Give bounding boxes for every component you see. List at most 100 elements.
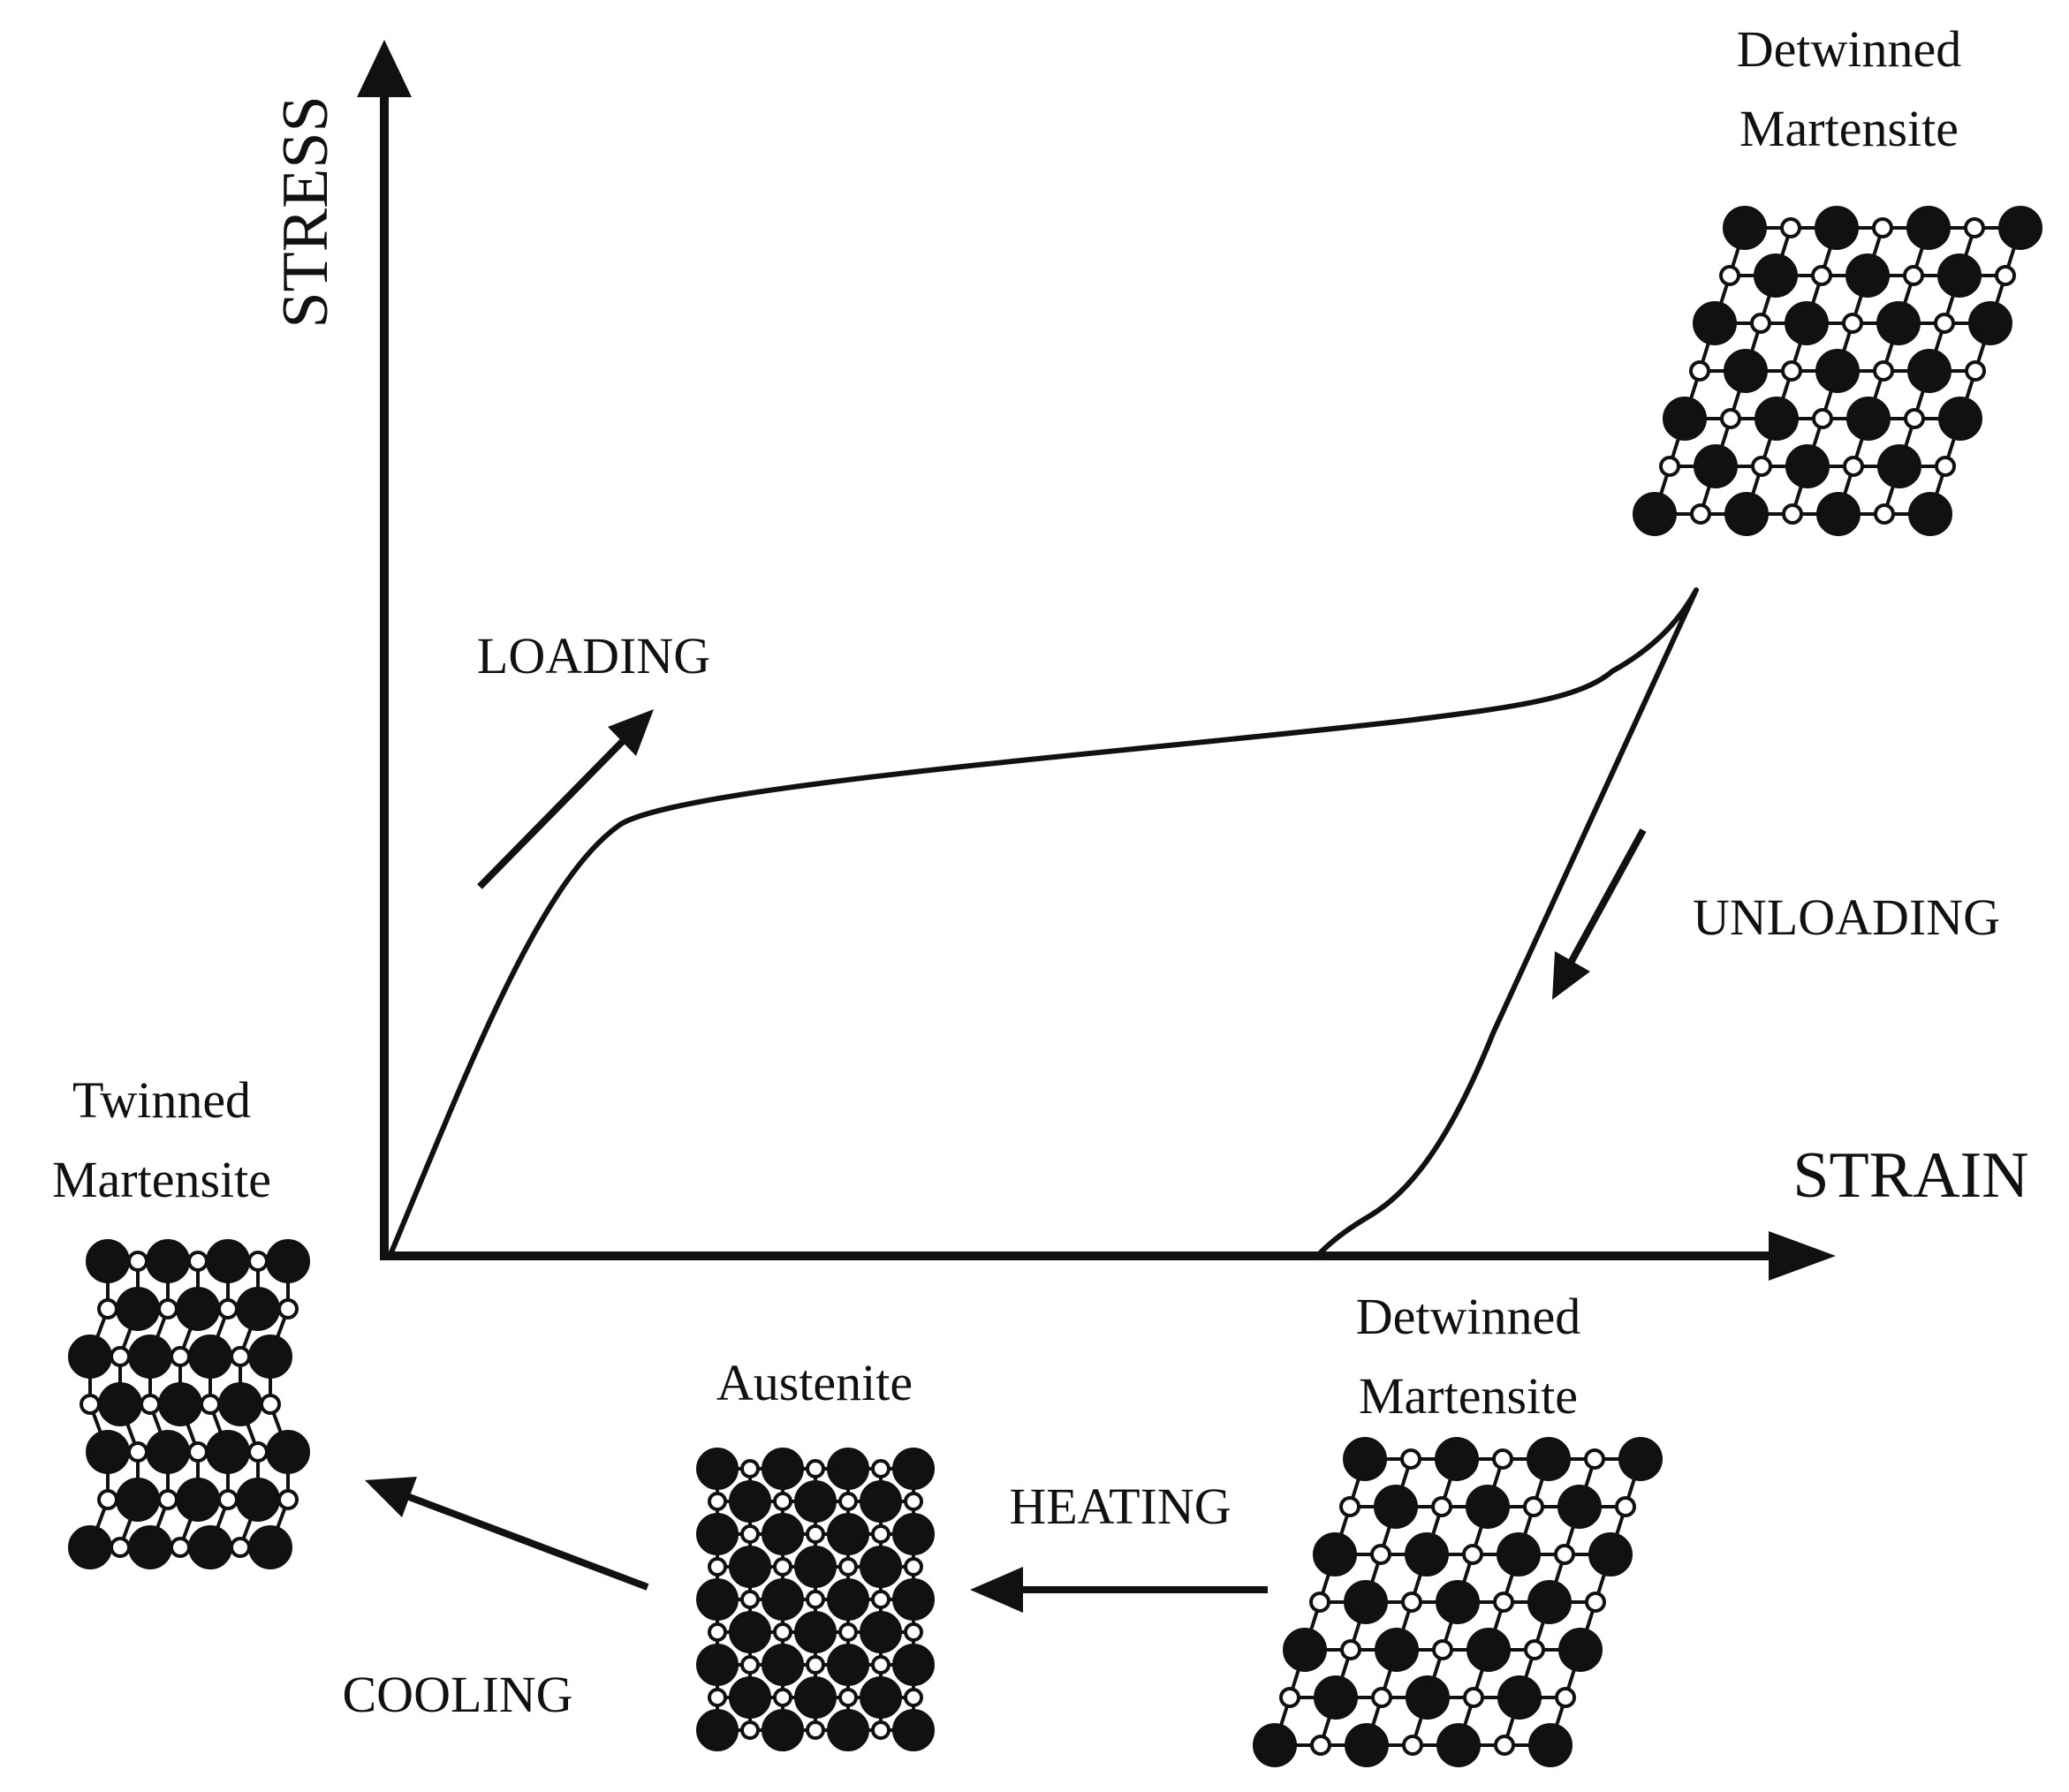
lattice-small-atom: [187, 1441, 208, 1463]
lattice-small-atom: [740, 1524, 760, 1544]
lattice-large-atom: [266, 1239, 310, 1283]
lattice-large-atom: [892, 1448, 935, 1490]
lattice-large-atom: [1375, 1628, 1419, 1672]
lattice-large-atom: [794, 1611, 837, 1653]
lattice-large-atom: [1528, 1723, 1573, 1767]
lattice-small-atom: [806, 1590, 825, 1609]
lattice-small-atom: [140, 1394, 161, 1415]
lattice-small-atom: [871, 1590, 891, 1609]
lattice-large-atom: [1466, 1485, 1510, 1529]
lattice-small-atom: [708, 1557, 727, 1577]
austenite-label: Austenite: [716, 1354, 913, 1411]
lattice-small-atom: [773, 1492, 792, 1511]
lattice-small-atom: [1524, 1639, 1545, 1660]
lattice-large-atom: [1785, 301, 1829, 345]
lattice-large-atom: [1633, 492, 1677, 536]
lattice-small-atom: [110, 1537, 131, 1558]
lattice-large-atom: [1343, 1437, 1387, 1481]
lattice-large-atom: [158, 1382, 202, 1426]
lattice-large-atom: [1436, 1723, 1481, 1767]
lattice-small-atom: [1843, 456, 1864, 477]
lattice-small-atom: [806, 1720, 825, 1740]
lattice-small-atom: [708, 1688, 727, 1707]
lattice-small-atom: [1584, 1448, 1605, 1470]
lattice-large-atom: [266, 1430, 310, 1474]
lattice-small-atom: [247, 1441, 269, 1463]
lattice-large-atom: [1754, 397, 1799, 441]
lattice-large-atom: [176, 1478, 220, 1522]
lattice-large-atom: [827, 1644, 869, 1686]
lattice-small-atom: [1309, 1592, 1330, 1613]
lattice-small-atom: [1751, 456, 1772, 477]
lattice-large-atom: [860, 1676, 902, 1719]
lattice-large-atom: [794, 1546, 837, 1588]
lattice-large-atom: [1876, 301, 1921, 345]
lattice-large-atom: [762, 1644, 804, 1686]
lattice-small-atom: [871, 1524, 891, 1544]
lattice-small-atom: [1431, 1496, 1452, 1517]
lattice-large-atom: [1908, 492, 1952, 536]
lattice-small-atom: [1462, 1544, 1483, 1565]
unloading-label: UNLOADING: [1693, 888, 2000, 946]
lattice-large-atom: [1723, 206, 1767, 250]
detwinned-bottom-label-line1: Detwinned: [1356, 1288, 1581, 1345]
lattice-small-atom: [1812, 408, 1833, 429]
lattice-small-atom: [871, 1720, 891, 1740]
lattice-large-atom: [1253, 1723, 1297, 1767]
lattice-large-atom: [1877, 444, 1921, 488]
lattice-large-atom: [696, 1709, 739, 1751]
lattice-small-atom: [1401, 1592, 1422, 1613]
lattice-small-atom: [97, 1489, 118, 1510]
lattice-small-atom: [97, 1298, 118, 1319]
lattice-small-atom: [904, 1557, 923, 1577]
lattice-large-atom: [1345, 1723, 1389, 1767]
lattice-large-atom: [146, 1430, 190, 1474]
lattice-small-atom: [157, 1489, 178, 1510]
twinned-label-line1: Twinned: [72, 1071, 251, 1129]
lattice-small-atom: [277, 1489, 299, 1510]
heating-label: HEATING: [1009, 1478, 1231, 1535]
lattice-small-atom: [1340, 1639, 1361, 1660]
lattice-large-atom: [1314, 1675, 1358, 1720]
lattice-large-atom: [176, 1287, 220, 1331]
lattice-small-atom: [1689, 360, 1710, 382]
lattice-small-atom: [871, 1655, 891, 1675]
lattice-large-atom: [86, 1430, 130, 1474]
x-axis-label: STRAIN: [1792, 1139, 2028, 1212]
lattice-small-atom: [806, 1655, 825, 1675]
lattice-small-atom: [838, 1557, 858, 1577]
lattice-small-atom: [1782, 503, 1803, 525]
lattice-large-atom: [1497, 1675, 1542, 1720]
lattice-small-atom: [838, 1688, 858, 1707]
cooling-arrow: [365, 1477, 649, 1591]
lattice-small-atom: [1493, 1592, 1514, 1613]
lattice-small-atom: [200, 1394, 221, 1415]
lattice-large-atom: [1406, 1675, 1450, 1720]
lattice-small-atom: [740, 1720, 760, 1740]
lattice-small-atom: [1659, 456, 1680, 477]
lattice-small-atom: [1904, 408, 1925, 429]
lattice-small-atom: [708, 1622, 727, 1642]
lattice-small-atom: [260, 1394, 281, 1415]
lattice-small-atom: [1934, 313, 1955, 334]
lattice-small-atom: [871, 1459, 891, 1478]
lattice-small-atom: [1811, 265, 1832, 286]
lattice-large-atom: [128, 1525, 172, 1569]
lattice-large-atom: [1558, 1628, 1603, 1672]
lattice-small-atom: [1432, 1639, 1453, 1660]
lattice-large-atom: [729, 1480, 771, 1523]
lattice-large-atom: [188, 1335, 232, 1379]
lattice-small-atom: [1310, 1735, 1331, 1756]
lattice-small-atom: [1339, 1496, 1360, 1517]
lattice-twinned: [68, 1239, 310, 1569]
lattice-small-atom: [230, 1537, 251, 1558]
lattice-detwinned-top: [1633, 206, 2042, 536]
lattice-large-atom: [1906, 206, 1951, 250]
lattice-large-atom: [1968, 301, 2012, 345]
lattice-large-atom: [1436, 1580, 1480, 1624]
lattice-large-atom: [1497, 1532, 1541, 1577]
lattice-small-atom: [1463, 1687, 1484, 1708]
lattice-large-atom: [1694, 444, 1738, 488]
lattice-large-atom: [1313, 1532, 1357, 1577]
